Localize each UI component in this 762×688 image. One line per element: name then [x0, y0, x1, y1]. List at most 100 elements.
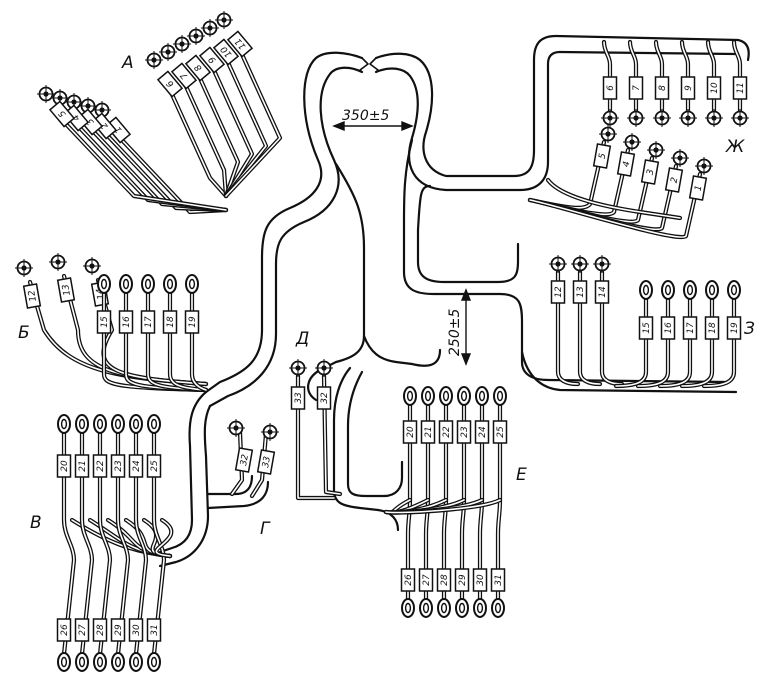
- wire-tag: 33: [256, 449, 276, 475]
- wire-tag: 28: [436, 568, 452, 592]
- ring-terminal-icon: [145, 51, 163, 69]
- wire-tag: 29: [110, 618, 126, 642]
- loop-terminal-icon: [141, 274, 155, 294]
- wire-tag-label: 32: [320, 392, 330, 404]
- wire-tag: 17: [682, 316, 698, 340]
- wire-tag-label: 23: [460, 426, 470, 438]
- wire-tag-label: 29: [458, 574, 468, 586]
- loop-terminal-icon: [683, 280, 697, 300]
- wire-tag: 21: [74, 454, 90, 478]
- wire-tag-label: 33: [294, 392, 304, 404]
- group-label-e: Е: [516, 465, 527, 485]
- wire-tag: 22: [438, 420, 454, 444]
- wire: [679, 295, 715, 389]
- ring-terminal-icon: [289, 359, 307, 377]
- loop-terminal-icon: [421, 386, 435, 406]
- wire-tag: 17: [140, 310, 156, 334]
- wire-tag: 10: [706, 76, 722, 100]
- wire-core: [637, 297, 669, 387]
- wire-tag: 5: [592, 143, 612, 169]
- wire-tag-label: 16: [122, 316, 132, 328]
- wire-core: [197, 73, 239, 197]
- wire-tag-label: 17: [686, 322, 696, 334]
- wire: [167, 87, 229, 199]
- wire-tag-label: 6: [606, 85, 616, 91]
- wire-tag: 23: [110, 454, 126, 478]
- ring-terminal-icon: [187, 27, 205, 45]
- loop-terminal-icon: [473, 598, 487, 618]
- wire-tag-label: 9: [207, 54, 219, 65]
- wire-core: [153, 429, 165, 655]
- loop-terminal-icon: [493, 386, 507, 406]
- wire-core: [225, 49, 281, 197]
- wire-tag: 20: [402, 420, 418, 444]
- wire-tag-label: 8: [193, 62, 205, 73]
- wire-tag: 19: [726, 316, 742, 340]
- group-label-z: З: [744, 319, 755, 339]
- wire-tag: 27: [418, 568, 434, 592]
- wire-tag-label: 4: [622, 160, 633, 168]
- ring-terminal-icon: [679, 109, 697, 127]
- wire-tag-label: 1: [113, 124, 124, 135]
- wire-tag-label: 18: [166, 316, 176, 328]
- wire-tag: 16: [660, 316, 676, 340]
- wire-tag-label: 14: [95, 287, 107, 300]
- wire-tag: 5: [48, 100, 76, 128]
- ring-terminal-icon: [83, 257, 101, 275]
- ring-terminal-icon: [261, 423, 279, 441]
- wire-tag: 16: [118, 310, 134, 334]
- wire-tag: 11: [732, 76, 748, 100]
- wire-tag-label: 9: [684, 85, 694, 91]
- wire-tag-label: 11: [736, 82, 746, 93]
- group-g-wires: 32 33: [227, 419, 279, 499]
- wire-tag-label: 32: [239, 453, 251, 466]
- wire-tag-label: 19: [188, 316, 198, 328]
- wire-tag: 12: [22, 283, 42, 309]
- wire-tag-label: 2: [670, 176, 681, 184]
- wire-tag: 1: [688, 175, 708, 201]
- wire-tag: 21: [420, 420, 436, 444]
- wire-tag: 23: [456, 420, 472, 444]
- wire-tag: 13: [572, 280, 588, 304]
- loop-terminal-icon: [403, 386, 417, 406]
- wire-tag: 32: [316, 386, 332, 410]
- loop-terminal-icon: [75, 652, 89, 672]
- wire-tag: 14: [594, 280, 610, 304]
- ring-terminal-icon: [215, 11, 233, 29]
- ring-terminal-icon: [51, 89, 69, 107]
- ring-terminal-icon: [37, 85, 55, 103]
- loop-terminal-icon: [661, 280, 675, 300]
- ring-terminal-icon: [173, 35, 191, 53]
- wire-tag: 31: [490, 568, 506, 592]
- wire-tag: 24: [128, 454, 144, 478]
- wire-core: [63, 429, 75, 655]
- loop-terminal-icon: [437, 598, 451, 618]
- wire-tag: 25: [146, 454, 162, 478]
- ring-terminal-icon: [731, 109, 749, 127]
- wire-core: [707, 41, 715, 113]
- wire-core: [529, 173, 701, 238]
- wire-tag-label: 25: [496, 426, 506, 438]
- wire-tag: 27: [74, 618, 90, 642]
- loop-terminal-icon: [727, 280, 741, 300]
- wire-tag-label: 3: [646, 168, 657, 176]
- wire-tag: 25: [492, 420, 508, 444]
- ring-terminal-icon: [601, 109, 619, 127]
- wire-tag: 9: [198, 46, 226, 74]
- wire-tag: 31: [146, 618, 162, 642]
- wire-tag: 3: [76, 108, 104, 136]
- wire-tag: 12: [550, 280, 566, 304]
- wire-tag-label: 2: [99, 120, 111, 131]
- ring-terminal-icon: [695, 157, 713, 175]
- wire-tag-label: 31: [150, 624, 160, 635]
- loop-terminal-icon: [455, 598, 469, 618]
- wire-core: [547, 179, 681, 219]
- wire: [189, 289, 209, 393]
- loop-terminal-icon: [129, 414, 143, 434]
- wire-tag-label: 25: [150, 460, 160, 472]
- group-label-b: Б: [18, 323, 30, 343]
- group-label-v: В: [30, 513, 42, 533]
